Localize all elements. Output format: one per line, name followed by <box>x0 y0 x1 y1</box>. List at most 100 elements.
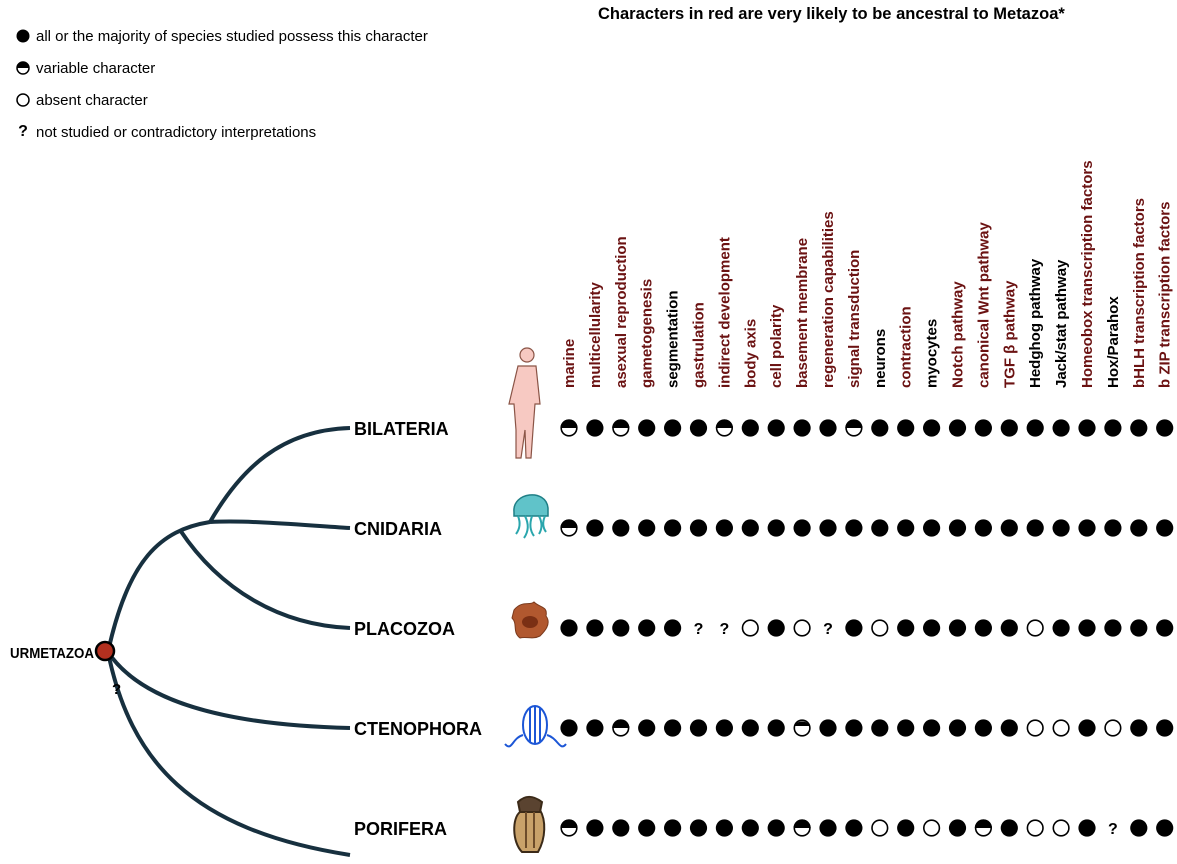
character-label: contraction <box>898 306 915 388</box>
open-circle-icon <box>14 93 32 107</box>
present-marker <box>664 719 682 737</box>
present-marker <box>948 519 967 537</box>
present-marker <box>715 819 734 837</box>
branch-bilateria <box>208 426 351 523</box>
present-marker <box>767 819 785 837</box>
character-label: indirect development <box>716 237 733 388</box>
present-marker <box>1156 819 1174 837</box>
present-marker <box>1130 519 1148 537</box>
branch-root-left <box>106 520 211 653</box>
legend-row-all: all or the majority of species studied p… <box>14 20 428 52</box>
character-matrix: ???? <box>560 419 1174 838</box>
character-label: gametogenesis <box>639 279 656 388</box>
present-marker <box>1104 419 1122 437</box>
present-marker <box>948 819 967 837</box>
present-marker <box>1104 619 1122 637</box>
root-node <box>94 640 116 662</box>
unknown-marker: ? <box>694 621 704 638</box>
branch-placozoa <box>178 528 351 630</box>
present-marker <box>819 519 837 537</box>
character-label: regeneration capabilities <box>820 211 837 388</box>
jellyfish-icon <box>513 494 549 539</box>
present-marker <box>948 719 967 737</box>
character-label: segmentation <box>665 290 682 388</box>
taxon-labels: BILATERIACNIDARIAPLACOZOACTENOPHORAPORIF… <box>354 419 482 839</box>
present-marker <box>793 519 811 537</box>
present-marker <box>871 519 889 537</box>
present-marker <box>923 419 941 437</box>
absent-marker <box>1052 819 1070 837</box>
present-marker <box>897 519 915 537</box>
present-marker <box>612 519 630 537</box>
present-marker <box>793 419 811 437</box>
legend-variable-text: variable character <box>36 59 156 77</box>
present-marker <box>871 419 889 437</box>
present-marker <box>560 719 578 737</box>
absent-marker <box>871 819 889 837</box>
filled-circle-icon <box>14 29 32 43</box>
present-marker <box>1000 619 1018 637</box>
present-marker <box>767 519 785 537</box>
absent-marker <box>922 819 941 837</box>
character-label: cell polarity <box>768 304 785 388</box>
variable-marker <box>560 819 578 837</box>
character-label: Notch pathway <box>950 281 967 388</box>
present-marker <box>1130 819 1148 837</box>
variable-marker <box>793 819 811 837</box>
present-marker <box>638 619 656 637</box>
present-marker <box>819 819 837 837</box>
absent-marker <box>1026 619 1044 637</box>
present-marker <box>1104 519 1122 537</box>
present-marker <box>741 819 759 837</box>
present-marker <box>1000 819 1018 837</box>
variable-marker <box>793 719 811 737</box>
present-marker <box>560 619 578 637</box>
legend-all-text: all or the majority of species studied p… <box>36 27 428 45</box>
present-marker <box>689 719 708 737</box>
present-marker <box>1130 419 1148 437</box>
present-marker <box>974 419 993 437</box>
present-marker <box>689 819 708 837</box>
present-marker <box>638 819 656 837</box>
present-marker <box>741 519 759 537</box>
present-marker <box>1078 719 1096 737</box>
human-figure-icon <box>508 347 541 459</box>
present-marker <box>664 519 682 537</box>
present-marker <box>897 419 915 437</box>
character-label: asexual reproduction <box>613 236 630 388</box>
character-label: marine <box>561 339 578 388</box>
present-marker <box>715 519 734 537</box>
present-marker <box>1130 719 1148 737</box>
present-marker <box>1078 419 1096 437</box>
legend: all or the majority of species studied p… <box>14 20 428 148</box>
present-marker <box>1052 419 1070 437</box>
branch-ctenophora <box>106 650 351 730</box>
taxon-label: CTENOPHORA <box>354 719 482 739</box>
present-marker <box>845 519 863 537</box>
absent-marker <box>793 619 811 637</box>
present-marker <box>1078 819 1096 837</box>
present-marker <box>1026 419 1044 437</box>
present-marker <box>586 619 604 637</box>
absent-marker <box>1026 719 1044 737</box>
taxon-label: CNIDARIA <box>354 519 442 539</box>
present-marker <box>767 619 785 637</box>
present-marker <box>664 619 682 637</box>
present-marker <box>741 419 759 437</box>
present-marker <box>974 719 993 737</box>
unknown-marker: ? <box>1108 821 1118 838</box>
taxon-label: BILATERIA <box>354 419 449 439</box>
present-marker <box>845 719 863 737</box>
character-label: bHLH transcription factors <box>1131 198 1148 388</box>
character-label: TGF β pathway <box>1001 280 1018 388</box>
absent-marker <box>741 619 759 637</box>
present-marker <box>1130 619 1148 637</box>
question-mark-icon: ? <box>18 123 28 140</box>
variable-marker <box>560 419 578 437</box>
character-label: signal transduction <box>846 250 863 388</box>
present-marker <box>586 819 604 837</box>
branch-porifera <box>106 651 351 857</box>
character-label: Homeobox transcription factors <box>1079 160 1096 388</box>
present-marker <box>923 719 941 737</box>
